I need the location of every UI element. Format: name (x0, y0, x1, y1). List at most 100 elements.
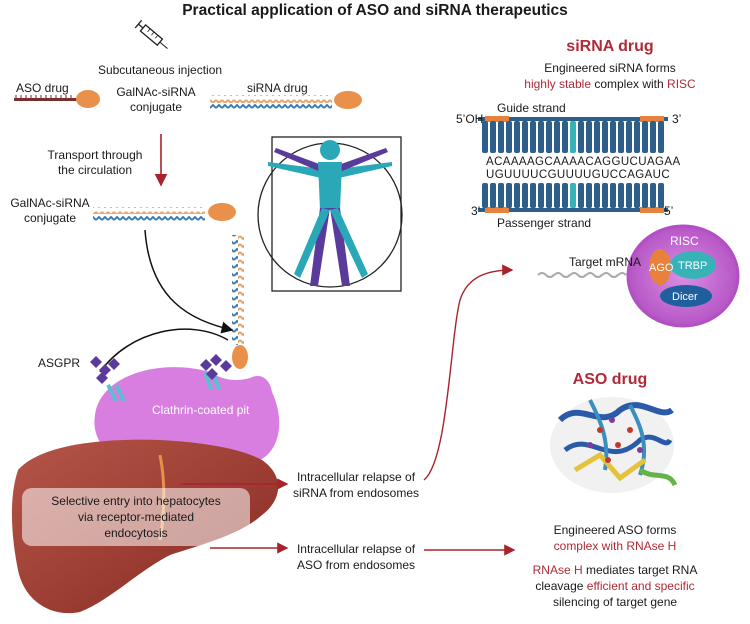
guide-base (514, 121, 520, 153)
guide-base (578, 121, 584, 153)
guide-base (570, 121, 576, 153)
passenger-base (538, 183, 544, 208)
liver-caption-1: Selective entry into hepatocytes (51, 494, 221, 508)
asgpr-label: ASGPR (38, 356, 81, 370)
passenger-base (506, 183, 512, 208)
five-prime-oh-label: 5’OH (456, 112, 484, 126)
injection-label: Subcutaneous injection (97, 63, 223, 77)
passenger-base (610, 183, 616, 208)
guide-base (562, 121, 568, 153)
guide-base (610, 121, 616, 153)
galnac-sirna-vertical (232, 235, 248, 369)
passenger-base (578, 183, 584, 208)
guide-base (522, 121, 528, 153)
aso-drug-molecule (14, 90, 100, 108)
guide-strand-label: Guide strand (497, 101, 566, 115)
sirna-desc-highlight: highly stable (524, 77, 591, 91)
transport-label-1: Transport through (47, 148, 143, 162)
passenger-base (602, 183, 608, 208)
galnac-sirna-conjugate-mid (93, 203, 236, 221)
guide-base (626, 121, 632, 153)
sirna-panel-heading: siRNA drug (566, 38, 654, 55)
aso-desc2-line1-rest: mediates target RNA (582, 563, 698, 577)
liver-caption-2: via receptor-mediated (77, 510, 195, 524)
passenger-base (482, 183, 488, 208)
passenger-sequence: UGUUUUCGUUUUGUCCAGAUC (486, 169, 671, 181)
passenger-base (594, 183, 600, 208)
target-mrna-strand (537, 272, 627, 278)
risc-complex (626, 224, 740, 328)
passenger-base (522, 183, 528, 208)
guide-base (546, 121, 552, 153)
guide-base (658, 121, 664, 153)
binding-arrow (144, 229, 234, 334)
passenger-base (562, 183, 568, 208)
guide-base (506, 121, 512, 153)
passenger-base (490, 183, 496, 208)
aso-desc1-line1: Engineered ASO forms (553, 523, 677, 537)
passenger-base (546, 183, 552, 208)
guide-base (586, 121, 592, 153)
sirna-drug-molecule (210, 91, 362, 110)
sirna-desc-rest: complex with (591, 77, 668, 91)
sirna-desc-line2: highly stable complex with RISC (500, 77, 720, 91)
guide-base (602, 121, 608, 153)
guide-base (650, 121, 656, 153)
trbp-label: TRBP (678, 260, 708, 272)
rnase-h-structure-image (550, 397, 678, 493)
sirna-release-label-1: Intracellular relapse of (296, 470, 416, 484)
sirna-drug-label: siRNA drug (247, 81, 308, 95)
passenger-base (554, 183, 560, 208)
passenger-base (586, 183, 592, 208)
guide-base (634, 121, 640, 153)
guide-base (530, 121, 536, 153)
aso-release-label-2: ASO from endosomes (296, 558, 416, 572)
clathrin-pit-label: Clathrin-coated pit (152, 403, 250, 417)
passenger-base (626, 183, 632, 208)
galnac-conjugate-mid-label-2: conjugate (23, 211, 77, 225)
guide-base (490, 121, 496, 153)
aso-panel-heading: ASO drug (572, 371, 648, 388)
aso-desc2-line3: silencing of target gene (552, 595, 678, 609)
aso-desc2-line2: cleavage efficient and specific (505, 579, 725, 593)
sirna-to-risc-arrow (423, 264, 514, 481)
passenger-base (642, 183, 648, 208)
galnac-conjugate-top-label-2: conjugate (129, 100, 183, 114)
guide-base (554, 121, 560, 153)
aso-desc1-line2: complex with RNAse H (553, 539, 677, 553)
aso-desc2-line2-rest: cleavage (535, 579, 587, 593)
sirna-desc-line1: Engineered siRNA forms (544, 61, 676, 75)
five-prime-bottom-label: 5’ (664, 204, 674, 218)
dicer-label: Dicer (672, 291, 698, 303)
aso-release-label-1: Intracellular relapse of (296, 542, 416, 556)
guide-sequence: ACAAAAGCAAAACAGGUCUAGAA (486, 156, 681, 168)
guide-base (482, 121, 488, 153)
passenger-base (650, 183, 656, 208)
passenger-base (498, 183, 504, 208)
sirna-release-label-2: siRNA from endosomes (292, 486, 420, 500)
aso-drug-label: ASO drug (16, 81, 69, 95)
guide-base (618, 121, 624, 153)
passenger-base (570, 183, 576, 208)
sirna-desc-risc: RISC (667, 77, 696, 91)
syringe-icon (134, 19, 168, 49)
guide-base (594, 121, 600, 153)
ago-label: AGO (649, 262, 674, 274)
passenger-strand-label: Passenger strand (497, 216, 592, 230)
guide-base (498, 121, 504, 153)
asgpr-receptor-icon (90, 354, 232, 403)
sirna-duplex (478, 116, 668, 213)
liver-caption-3: endocytosis (104, 526, 168, 540)
aso-desc2-line1: RNAse H mediates target RNA (505, 563, 725, 577)
passenger-base (618, 183, 624, 208)
passenger-base (634, 183, 640, 208)
passenger-base (514, 183, 520, 208)
passenger-base (658, 183, 664, 208)
clathrin-coated-pit (94, 367, 280, 460)
transport-label-2: the circulation (57, 163, 133, 177)
three-prime-top-label: 3’ (672, 112, 682, 126)
page-title: Practical application of ASO and siRNA t… (182, 2, 568, 19)
human-body-icon (257, 136, 403, 292)
galnac-conjugate-top-label-1: GalNAc-siRNA (116, 85, 196, 99)
liver-caption-box (22, 488, 250, 546)
